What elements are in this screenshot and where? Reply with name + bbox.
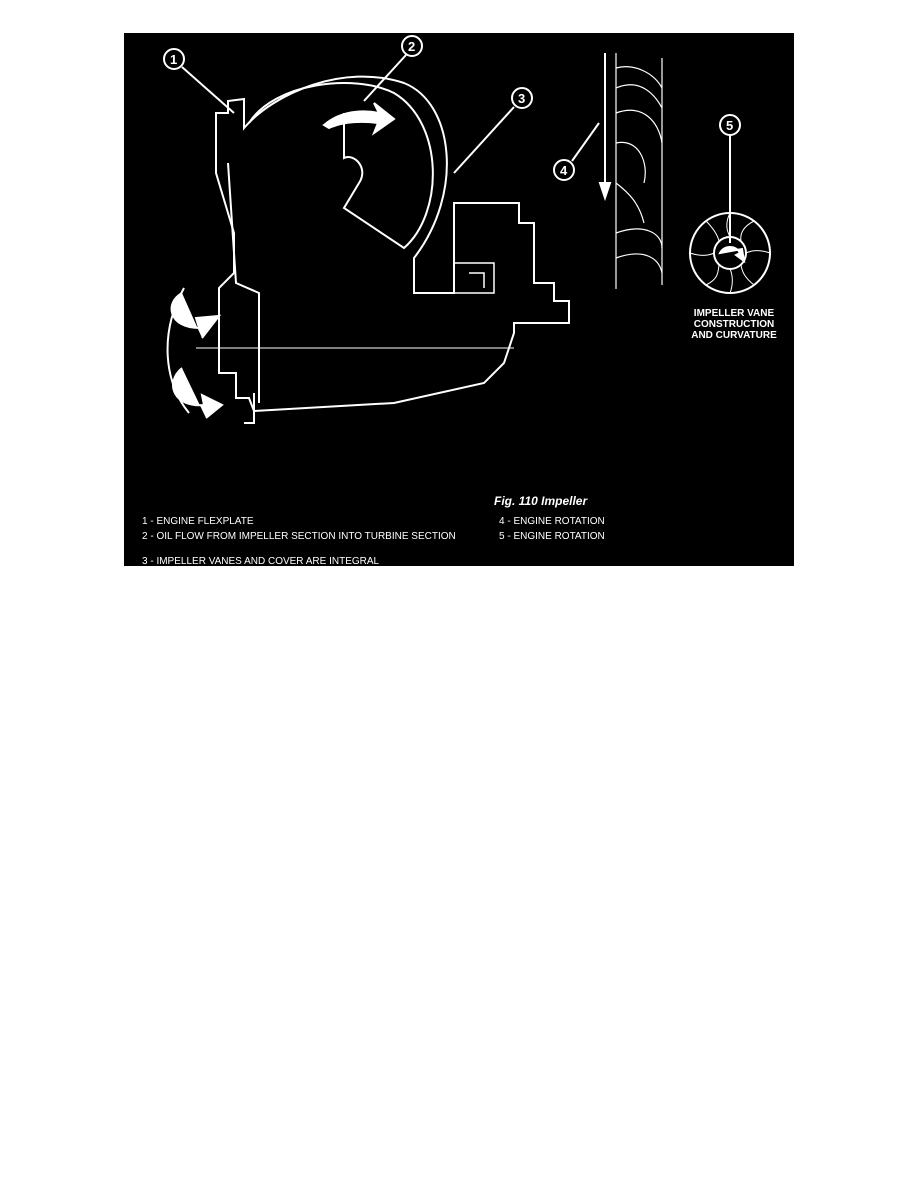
callout-4: 4: [560, 163, 568, 178]
legend-item: 1 - ENGINE FLEXPLATE: [142, 516, 254, 527]
legend-item: 4 - ENGINE ROTATION: [499, 516, 605, 527]
side-caption: IMPELLER VANE CONSTRUCTION AND CURVATURE: [664, 308, 794, 341]
legend-item: 3 - IMPELLER VANES AND COVER ARE INTEGRA…: [142, 556, 380, 567]
rotation-arrow-icon: [718, 246, 746, 264]
callout-circle: [553, 159, 575, 181]
callout-leader: [571, 122, 600, 162]
impeller-figure: 1 2 3 4 5 IMPELLER VANE CONSTRUCTION AND…: [124, 33, 794, 566]
callout-circle: [163, 48, 185, 70]
callout-1: 1: [170, 52, 177, 67]
converter-housing: [215, 75, 570, 413]
callout-leader: [453, 106, 515, 174]
callout-leader: [181, 66, 235, 114]
rotation-arrow-bottom-icon: [172, 367, 224, 419]
hub-flange: [244, 393, 255, 424]
side-caption-line: CONSTRUCTION: [693, 319, 775, 330]
side-caption-line: AND CURVATURE: [691, 330, 777, 341]
inner-shell: [248, 82, 434, 250]
callout-3: 3: [518, 91, 525, 106]
side-caption-line: IMPELLER VANE: [693, 308, 775, 319]
callout-2: 2: [408, 39, 415, 54]
callout-circle: [511, 87, 533, 109]
callout-leader: [363, 54, 407, 102]
flexplate: [227, 162, 260, 403]
rotation-arrow-top-icon: [170, 292, 222, 339]
legend-item: 5 - ENGINE ROTATION: [499, 531, 605, 542]
impeller-diagram: 1 2 3 4 5: [163, 35, 771, 424]
stator-detail: [454, 262, 495, 294]
figure-title: Fig. 110 Impeller: [494, 494, 588, 508]
impeller-wheel: [689, 212, 771, 294]
oil-flow-arrow-icon: [322, 102, 396, 136]
vane-strip: [615, 53, 663, 289]
callout-circle: [401, 35, 423, 57]
legend-item: 2 - OIL FLOW FROM IMPELLER SECTION INTO …: [142, 531, 456, 542]
arrowhead-icon: [598, 182, 612, 202]
callout-5: 5: [726, 118, 733, 133]
rotation-loop: [166, 287, 190, 414]
